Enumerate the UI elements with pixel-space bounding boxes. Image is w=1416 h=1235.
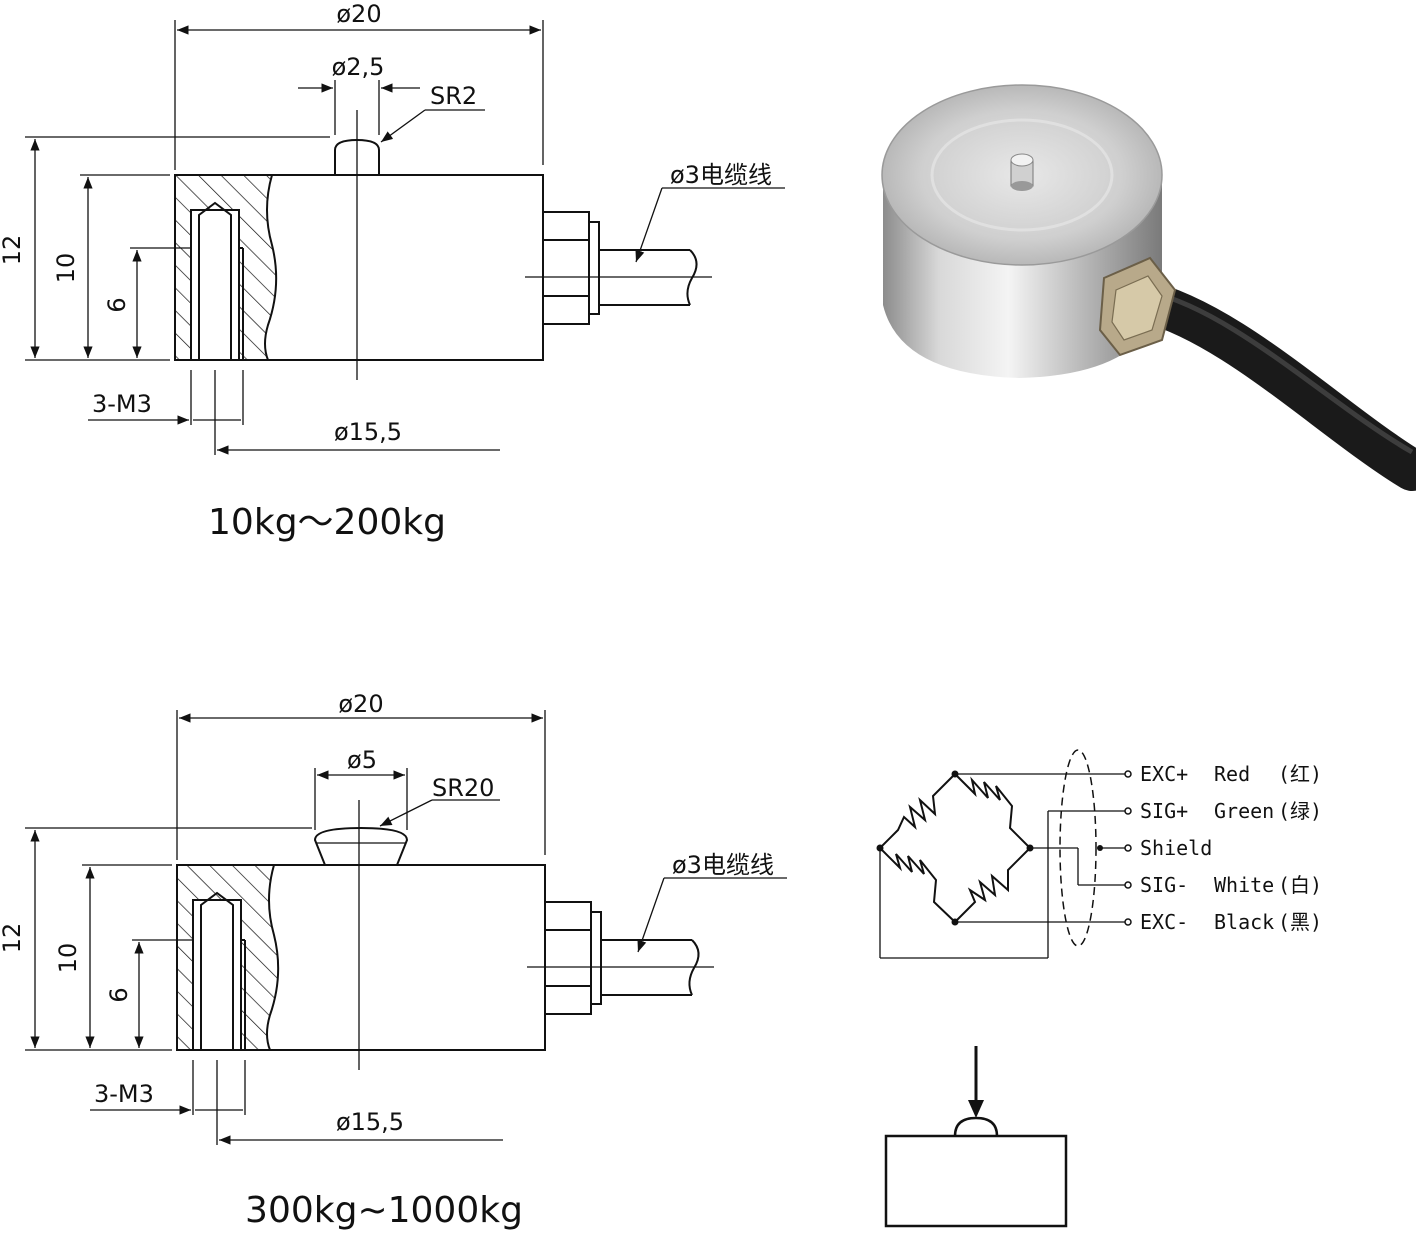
load-button: [313, 826, 409, 866]
wire-signal-label: Shield: [1140, 836, 1212, 860]
product-photo: [881, 84, 1416, 491]
wire-color-cn: (白): [1278, 873, 1322, 897]
wire-color-cn: (绿): [1278, 799, 1322, 823]
shield-ellipse: [1059, 749, 1097, 947]
bridge-resistor-1: [879, 773, 956, 849]
wire-color-cn: (红): [1278, 762, 1322, 786]
dim-thread-depth: 6: [103, 297, 131, 312]
dim-total-height: 12: [0, 235, 26, 266]
wire-color-label: White: [1214, 873, 1274, 897]
wire-signal-label: EXC+: [1140, 762, 1188, 786]
wire-color-label: Red: [1214, 762, 1250, 786]
dim-thread-depth: 6: [105, 987, 133, 1002]
cable-photo: [1119, 279, 1416, 491]
dim-button-diameter: ø5: [347, 746, 377, 774]
wiring-terminals: [1124, 770, 1132, 926]
dim-outer-diameter: ø20: [336, 0, 381, 28]
cable-gland: [542, 211, 590, 325]
wire-color-label: Green: [1214, 799, 1274, 823]
cable-gland: [544, 901, 592, 1015]
wire-color-label: Black: [1214, 910, 1274, 934]
bridge-resistor-4: [954, 847, 1031, 923]
drawing-small-range: ø20 ø2,5 SR2 ø3电缆线 12 10 6 3-M3: [0, 0, 785, 543]
dim-bolt-circle: ø15,5: [336, 1108, 404, 1136]
bridge-resistor-2: [954, 773, 1031, 849]
dim-body-height: 10: [52, 253, 80, 284]
range-caption-small: 10kg～200kg: [208, 502, 446, 543]
dim-bolt-circle: ø15,5: [334, 418, 402, 446]
dim-button-diameter: ø2,5: [332, 53, 385, 81]
dim-sphere-radius: SR20: [432, 774, 494, 802]
bridge-resistor-3: [879, 847, 956, 923]
wire-signal-label: EXC-: [1140, 910, 1188, 934]
wire-signal-label: SIG+: [1140, 799, 1188, 823]
arrow-down-icon: [968, 1100, 984, 1118]
wiring-diagram: EXC+ Red (红) SIG+ Green (绿) Shield SIG- …: [876, 749, 1322, 959]
cable-label: ø3电缆线: [672, 851, 774, 879]
dim-sphere-radius: SR2: [430, 82, 477, 110]
dim-thread-size: 3-M3: [92, 390, 152, 418]
dim-thread-size: 3-M3: [94, 1080, 154, 1108]
wire-color-cn: (黑): [1278, 910, 1322, 934]
dim-outer-diameter: ø20: [338, 690, 383, 718]
load-direction-diagram: [884, 1046, 1068, 1228]
load-button: [334, 138, 380, 175]
dim-body-height: 10: [54, 943, 82, 974]
cable-label: ø3电缆线: [670, 161, 772, 189]
dim-total-height: 12: [0, 923, 26, 954]
wire-signal-label: SIG-: [1140, 873, 1188, 897]
load-block: [884, 1134, 1068, 1228]
drawing-large-range: ø20 ø5 SR20 ø3电缆线 12 10 6 3-M3: [0, 690, 787, 1231]
range-caption-large: 300kg~1000kg: [245, 1190, 523, 1231]
